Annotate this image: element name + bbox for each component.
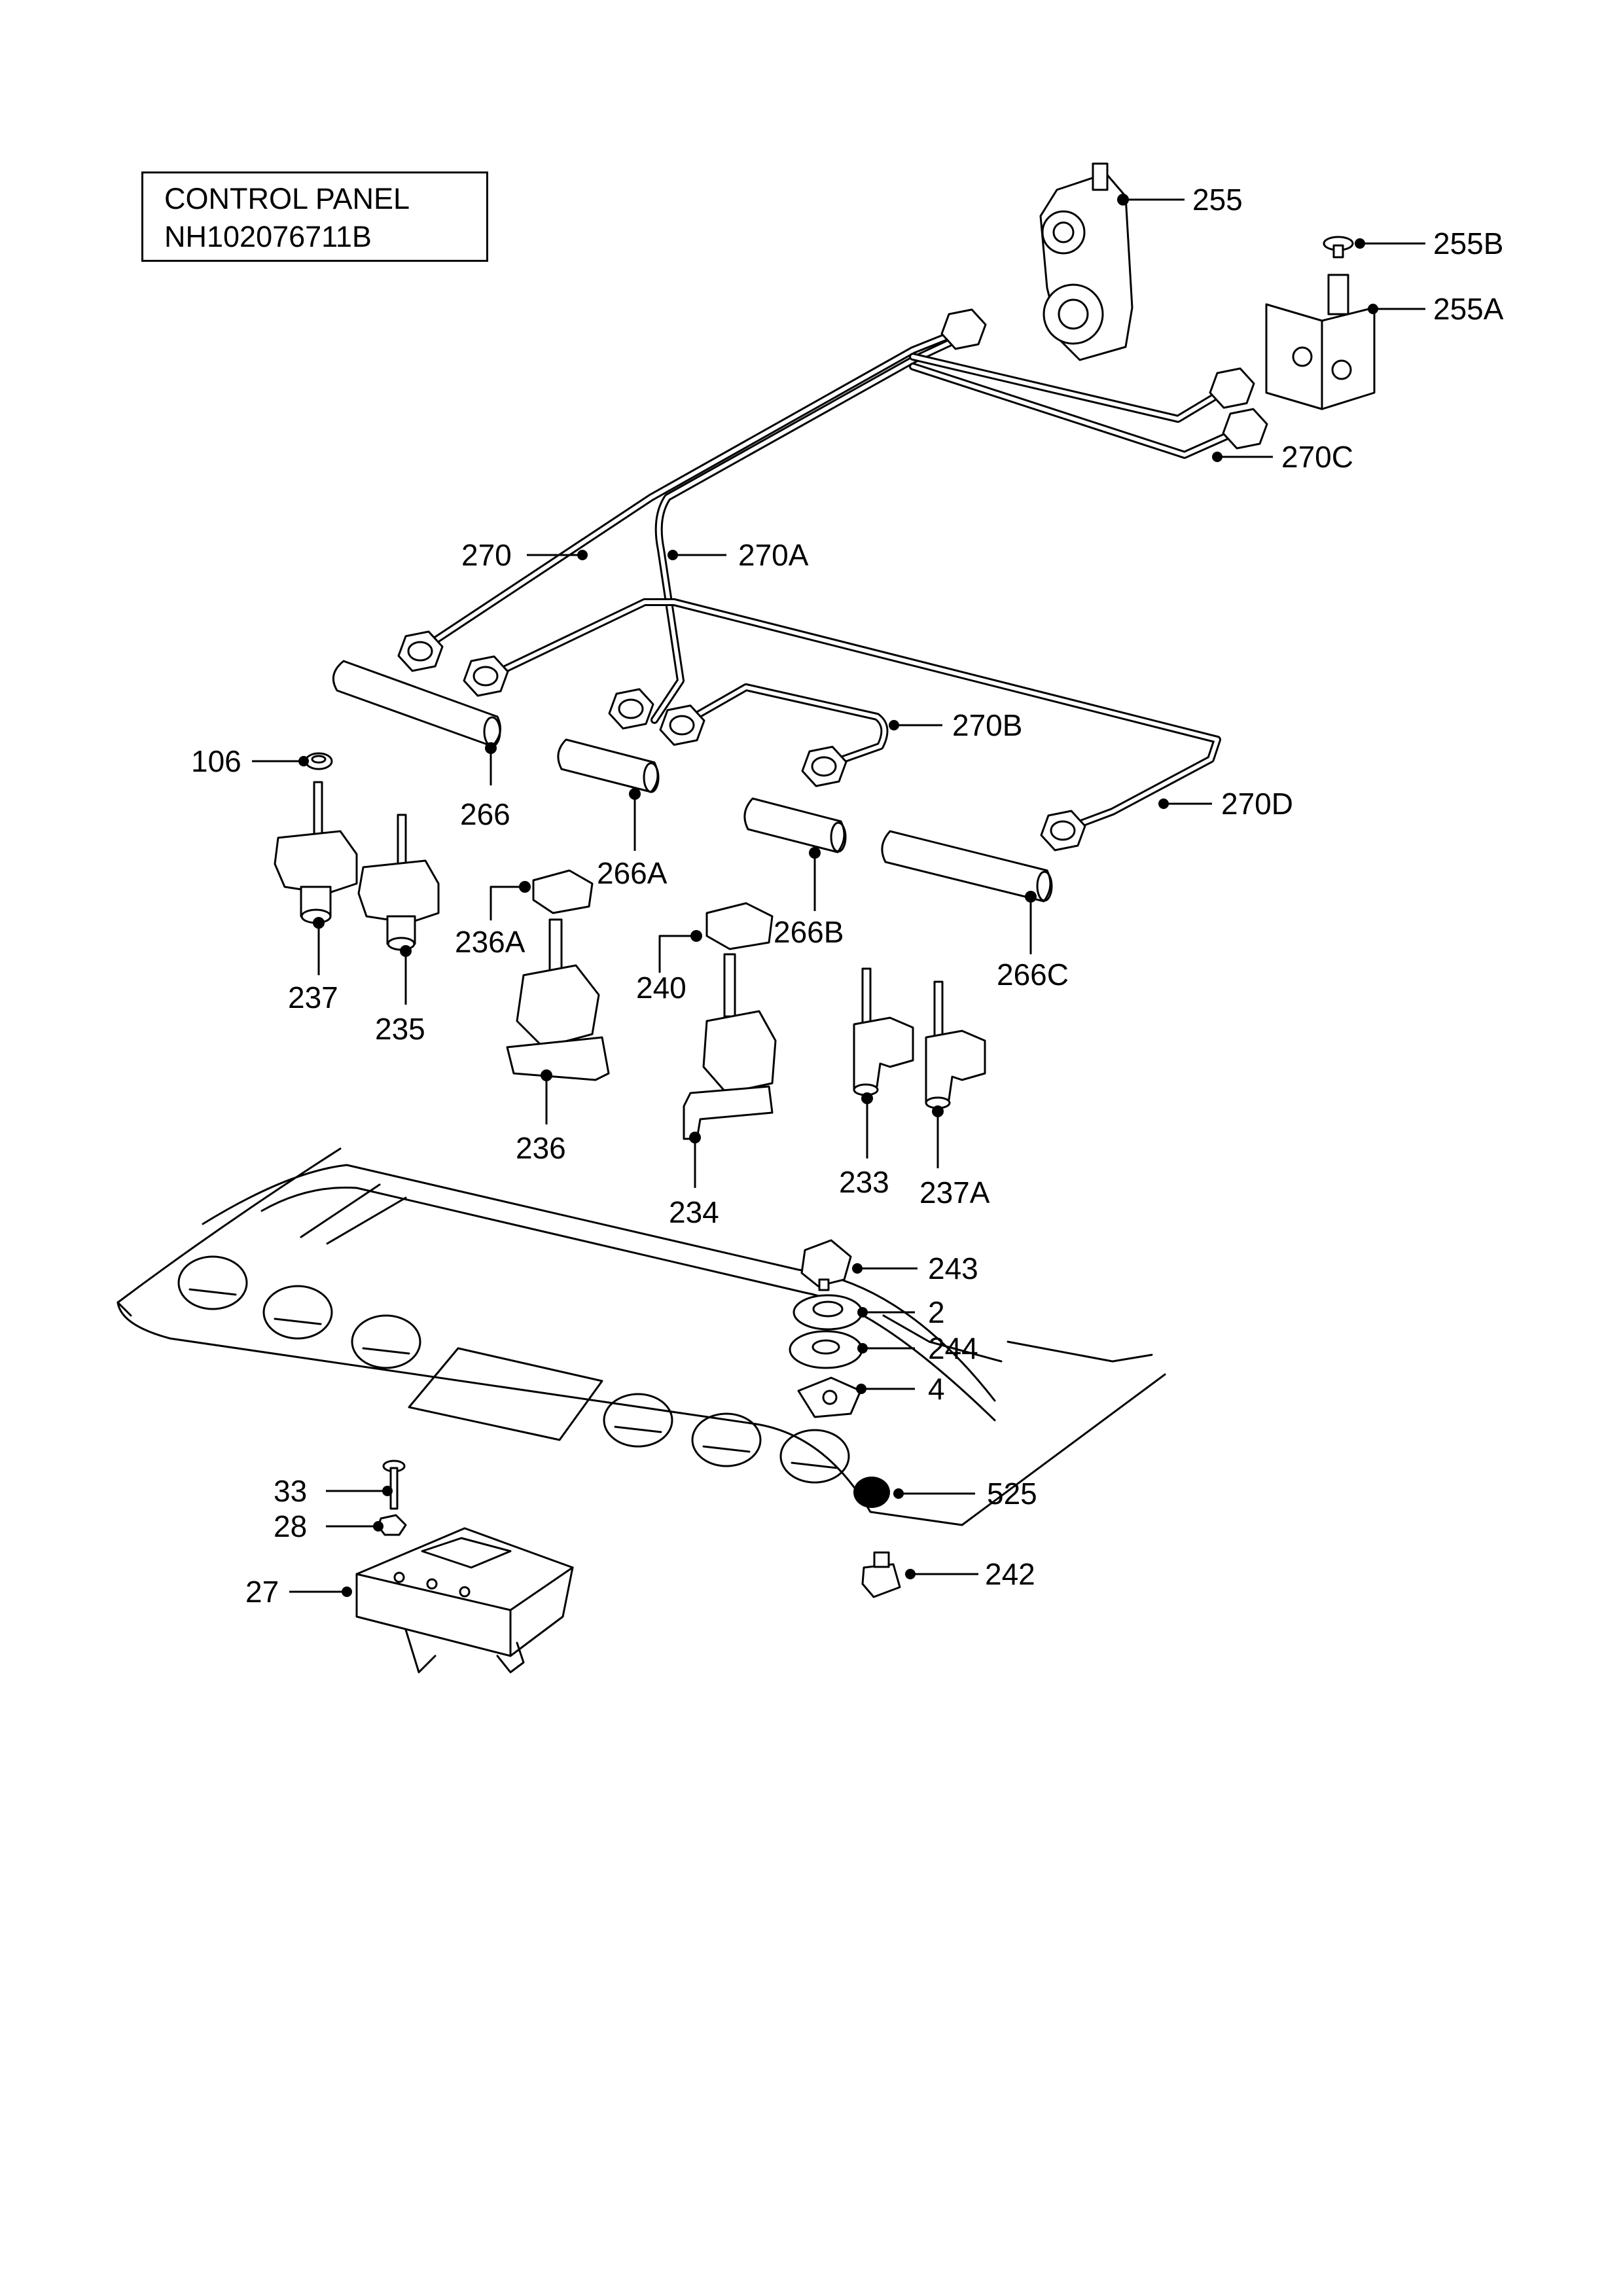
label-270D: 270D — [1221, 787, 1293, 821]
display-window — [408, 1347, 603, 1441]
pipe-nuts — [397, 308, 1268, 852]
thermostat-234 — [683, 953, 777, 1140]
bezel-2 — [793, 1294, 863, 1331]
label-270A: 270A — [738, 538, 809, 572]
label-266: 266 — [460, 797, 510, 831]
label-255: 255 — [1192, 183, 1243, 217]
label-235: 235 — [375, 1012, 425, 1046]
label-525: 525 — [987, 1477, 1037, 1511]
control-knob-recesses — [177, 1255, 850, 1484]
control-knob-243 — [800, 1239, 852, 1291]
valve-237A — [925, 980, 986, 1109]
spring-washer-244 — [789, 1330, 863, 1369]
timer-module-27 — [355, 1527, 574, 1674]
label-236: 236 — [516, 1131, 566, 1165]
label-266A: 266A — [597, 856, 668, 890]
label-28: 28 — [274, 1509, 307, 1543]
label-236A: 236A — [455, 925, 526, 959]
manifold-tube-266B — [743, 797, 847, 853]
gas-regulator-255 — [1039, 162, 1133, 361]
knob-adapter-240 — [705, 902, 774, 950]
title-block: CONTROL PANEL NH102076711B — [141, 171, 488, 262]
part-labels: 255 255B 255A 270C 270 270A 270B 270D 10… — [191, 183, 1504, 1609]
label-237: 237 — [288, 980, 338, 1014]
label-2: 2 — [928, 1295, 945, 1329]
gas-pipe-270 — [415, 327, 966, 655]
label-240: 240 — [636, 971, 687, 1005]
cap-255B — [1323, 236, 1354, 259]
gas-pipe-270B — [673, 683, 889, 770]
label-244: 244 — [928, 1331, 978, 1365]
title-line-1: CONTROL PANEL — [164, 182, 410, 215]
solenoid-valve-255A — [1265, 274, 1376, 410]
label-243: 243 — [928, 1251, 978, 1285]
control-panel-body — [116, 1147, 1166, 1526]
gas-pipe-270C — [909, 353, 1247, 459]
knob-plate-4 — [797, 1376, 862, 1418]
label-106: 106 — [191, 744, 241, 778]
label-255A: 255A — [1433, 292, 1504, 326]
label-27: 27 — [245, 1575, 279, 1609]
gas-pipe-270A — [651, 333, 966, 724]
label-242: 242 — [985, 1557, 1035, 1591]
manifold-tube-266C — [881, 830, 1053, 903]
manifold-tube-266A — [557, 738, 660, 793]
label-270B: 270B — [952, 708, 1022, 742]
label-237A: 237A — [919, 1175, 990, 1210]
label-270C: 270C — [1281, 440, 1353, 474]
thermostat-236 — [506, 918, 610, 1081]
label-234: 234 — [669, 1195, 719, 1229]
valve-235 — [357, 814, 440, 951]
label-233: 233 — [839, 1165, 889, 1199]
switch-242 — [861, 1551, 901, 1598]
gas-pipe-270D — [484, 598, 1221, 835]
valve-237 — [274, 781, 358, 924]
label-4: 4 — [928, 1372, 945, 1406]
label-255B: 255B — [1433, 226, 1503, 260]
leader-lines — [252, 194, 1425, 1597]
title-line-2: NH102076711B — [164, 220, 372, 253]
valve-233 — [853, 967, 914, 1096]
seal-106 — [304, 752, 333, 770]
label-33: 33 — [274, 1474, 307, 1508]
screw-33 — [382, 1460, 406, 1510]
knob-adapter-236A — [532, 869, 594, 914]
label-266C: 266C — [997, 958, 1069, 992]
label-266B: 266B — [774, 915, 844, 949]
label-270: 270 — [461, 538, 512, 572]
indicator-lens-525 — [853, 1477, 890, 1508]
